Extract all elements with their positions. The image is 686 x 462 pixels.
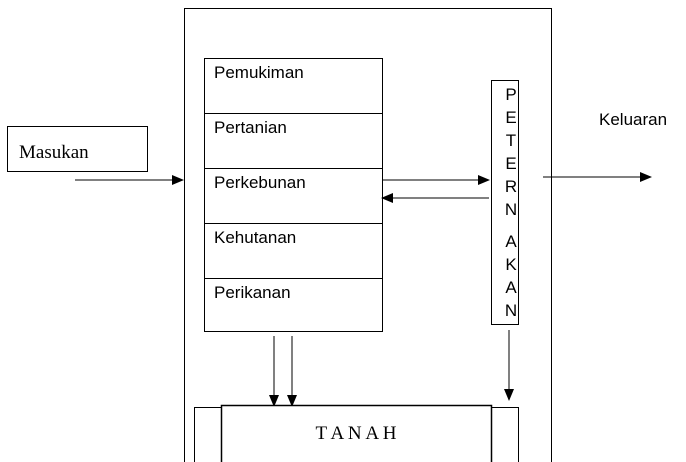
livestock-letter: P <box>505 85 516 104</box>
land-use-kehutanan: Kehutanan <box>214 228 296 247</box>
livestock-letter: R <box>505 177 517 196</box>
input-box <box>7 126 148 172</box>
system-boundary-box <box>184 8 552 462</box>
livestock-letter: N <box>505 301 517 320</box>
soil-box <box>220 404 493 462</box>
livestock-letter: A <box>505 278 517 297</box>
soil-label: T A N A H <box>316 423 397 444</box>
land-use-stack: Pemukiman Pertanian Perkebunan Kehutanan… <box>204 58 383 332</box>
livestock-box <box>491 80 519 325</box>
land-use-pemukiman: Pemukiman <box>214 63 304 82</box>
land-use-box <box>204 58 383 332</box>
output-label: Keluaran <box>599 110 667 129</box>
livestock-letter: E <box>505 108 516 127</box>
livestock-letters: P E T E R N A K A N <box>505 85 517 320</box>
livestock-letter: A <box>505 232 517 251</box>
livestock-letter: K <box>505 255 517 274</box>
input-label: Masukan <box>19 142 89 163</box>
livestock-letter: N <box>505 200 517 219</box>
livestock-letter: E <box>505 154 516 173</box>
land-use-perkebunan: Perkebunan <box>214 173 306 192</box>
livestock-letter: T <box>506 131 516 150</box>
land-use-perikanan: Perikanan <box>214 283 291 302</box>
land-use-pertanian: Pertanian <box>214 118 287 137</box>
